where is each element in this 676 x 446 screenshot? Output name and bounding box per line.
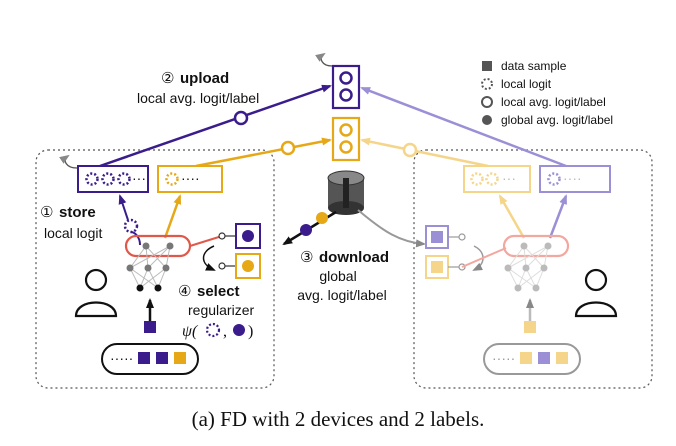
svg-text:···: ··· bbox=[502, 170, 516, 186]
server-drum-icon bbox=[327, 170, 365, 215]
upload-arrow-gold-left bbox=[195, 137, 332, 168]
device-panel-right bbox=[413, 149, 653, 389]
input-sample-left bbox=[144, 321, 156, 333]
data-queue-left: ····· bbox=[101, 343, 199, 375]
input-sample-right bbox=[524, 321, 536, 333]
legend-local-avg: local avg. logit/label bbox=[501, 95, 606, 109]
download-marker: ③ bbox=[300, 249, 313, 266]
download-subtitle-2: avg. logit/label bbox=[297, 287, 387, 303]
select-marker: ④ bbox=[178, 283, 191, 300]
select-candidate-gold-right bbox=[425, 255, 466, 279]
download-subtitle-1: global bbox=[319, 268, 356, 284]
formula-prefix: ψ( bbox=[182, 323, 199, 340]
upload-logit-purple bbox=[233, 110, 249, 126]
local-logit-buffer-gold: ···· bbox=[157, 165, 223, 193]
upload-marker: ② bbox=[161, 70, 174, 87]
user-silhouette-icon bbox=[74, 268, 118, 318]
legend: data sample local logit local avg. logit… bbox=[481, 59, 613, 127]
store-subtitle: local logit bbox=[44, 225, 102, 241]
legend-local-logit: local logit bbox=[501, 77, 552, 91]
device-panel-left bbox=[35, 149, 275, 389]
select-subtitle: regularizer bbox=[188, 302, 254, 318]
store-title: store bbox=[59, 204, 96, 221]
output-arrow-gold bbox=[163, 194, 182, 239]
refresh-arrow-icon bbox=[315, 52, 333, 67]
refresh-arrow-icon bbox=[59, 154, 78, 169]
select-arrow bbox=[202, 245, 216, 271]
output-arrow-right-purple bbox=[548, 194, 568, 239]
figure-caption: (a) FD with 2 devices and 2 labels. bbox=[192, 407, 485, 431]
server-avg-purple bbox=[331, 64, 361, 110]
store-marker: ① bbox=[40, 204, 53, 221]
select-title: select bbox=[197, 283, 240, 300]
upload-arrow-purple-left bbox=[99, 84, 332, 168]
upload-logit-gold-right bbox=[402, 142, 418, 158]
store-arrow-head bbox=[118, 194, 129, 221]
upload-title: upload bbox=[180, 70, 229, 87]
select-candidate-purple bbox=[218, 223, 261, 249]
store-arrow bbox=[130, 231, 141, 246]
legend-local-logit-swatch bbox=[481, 78, 493, 90]
regularizer-link bbox=[189, 235, 223, 247]
neural-network-right bbox=[502, 234, 570, 292]
upload-logit-gold bbox=[280, 140, 296, 156]
legend-data-sample-swatch bbox=[482, 61, 492, 71]
svg-text:···: ··· bbox=[132, 170, 146, 186]
select-candidate-gold bbox=[218, 253, 261, 279]
upload-arrow-purple-right bbox=[360, 86, 567, 168]
svg-text:·····: ····· bbox=[110, 350, 133, 366]
download-global-purple bbox=[300, 224, 312, 236]
upload-arrow-gold-right bbox=[360, 137, 489, 168]
user-silhouette-icon bbox=[574, 268, 618, 318]
local-logit-buffer-purple: ··· bbox=[77, 165, 149, 193]
regularizer-link-right bbox=[461, 247, 507, 268]
select-candidate-purple-right bbox=[425, 225, 466, 249]
legend-local-avg-swatch bbox=[481, 96, 493, 108]
download-global-gold bbox=[316, 212, 328, 224]
server-avg-gold bbox=[331, 116, 361, 162]
local-logit-buffer-purple-right: ···· bbox=[539, 165, 611, 193]
neural-network-left bbox=[124, 234, 192, 292]
output-arrow-right-gold bbox=[498, 194, 526, 239]
svg-text:····: ···· bbox=[563, 170, 582, 186]
upload-subtitle: local avg. logit/label bbox=[137, 90, 259, 106]
formula-suffix: ) bbox=[248, 323, 253, 340]
download-arrow-right bbox=[357, 209, 426, 248]
formula-comma: , bbox=[223, 323, 227, 340]
svg-text:·····: ····· bbox=[492, 350, 515, 366]
legend-global-avg-swatch bbox=[482, 115, 492, 125]
svg-text:····: ···· bbox=[181, 170, 200, 186]
download-title: download bbox=[319, 249, 389, 266]
legend-data-sample: data sample bbox=[501, 59, 567, 73]
local-logit-buffer-gold-right: ··· bbox=[463, 165, 531, 193]
store-logit bbox=[123, 218, 139, 234]
regularizer-formula: ψ( , ) bbox=[182, 322, 253, 340]
legend-global-avg: global avg. logit/label bbox=[501, 113, 613, 127]
data-queue-right: ····· bbox=[483, 343, 581, 375]
